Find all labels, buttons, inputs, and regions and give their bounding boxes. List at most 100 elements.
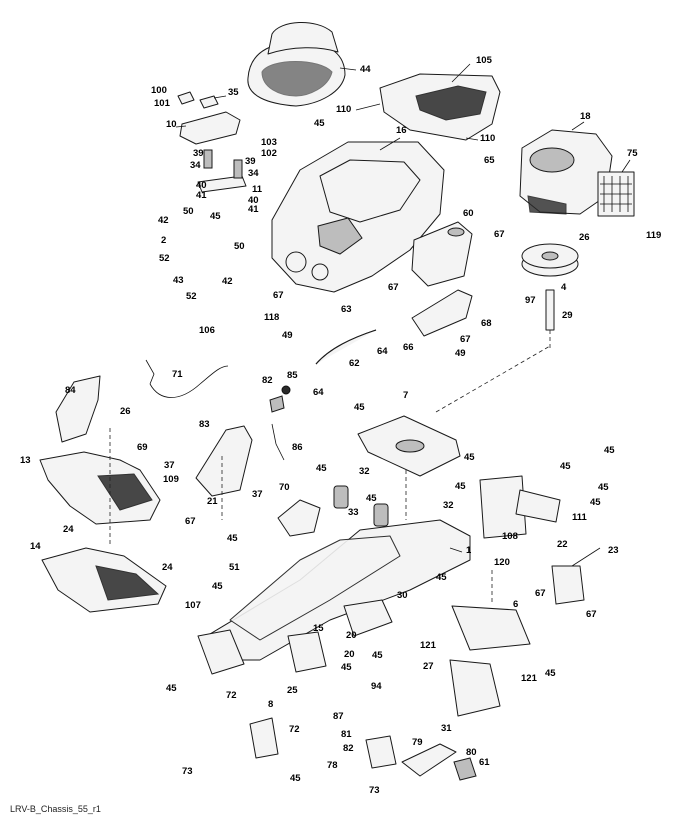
callout-c45o: 45 <box>372 650 383 661</box>
callout-c34a: 34 <box>190 160 201 171</box>
callout-c42a: 42 <box>158 215 169 226</box>
callout-c39b: 39 <box>245 156 256 167</box>
callout-c50a: 50 <box>183 206 194 217</box>
pedal-illustration <box>249 717 477 781</box>
callout-c45m: 45 <box>436 572 447 583</box>
spring-illustration <box>277 485 389 537</box>
callout-c84: 84 <box>65 385 76 396</box>
callout-c37a: 37 <box>164 460 175 471</box>
callout-c45s: 45 <box>290 773 301 784</box>
callout-c66: 66 <box>403 342 414 353</box>
callout-c83: 83 <box>199 419 210 430</box>
callout-c21: 21 <box>207 496 218 507</box>
callout-c69: 69 <box>137 442 148 453</box>
callout-c106: 106 <box>199 325 215 336</box>
frame-illustration <box>199 415 471 661</box>
callout-c85: 85 <box>287 370 298 381</box>
callout-c40a: 40 <box>196 180 207 191</box>
callout-c110b: 110 <box>480 133 495 144</box>
bracket-illustration <box>479 475 561 539</box>
callout-c67b: 67 <box>388 282 399 293</box>
callout-c49a: 49 <box>282 330 293 341</box>
callout-c30: 30 <box>397 590 408 601</box>
callout-c52a: 52 <box>159 253 170 264</box>
callout-c100: 100 <box>151 85 167 96</box>
callout-c42b: 42 <box>222 276 233 287</box>
callout-c33: 33 <box>348 507 359 518</box>
side-panel-illustration <box>343 599 531 717</box>
callout-c25: 25 <box>287 685 298 696</box>
callout-c26b: 26 <box>120 406 131 417</box>
callout-c45i: 45 <box>598 482 609 493</box>
callout-c18: 18 <box>580 111 591 122</box>
callout-c24a: 24 <box>63 524 74 535</box>
callout-c13: 13 <box>20 455 31 466</box>
callout-c52b: 52 <box>186 291 197 302</box>
callout-c45g: 45 <box>560 461 571 472</box>
callout-c35: 35 <box>228 87 239 98</box>
callout-c86: 86 <box>292 442 303 453</box>
callout-c45n: 45 <box>212 581 223 592</box>
callout-c64b: 64 <box>313 387 324 398</box>
callout-c40b: 40 <box>248 195 259 206</box>
callout-c49b: 49 <box>455 348 466 359</box>
lever-illustration <box>551 547 601 605</box>
callout-c27: 27 <box>423 661 434 672</box>
callout-c67d: 67 <box>460 334 471 345</box>
callout-c65: 65 <box>484 155 495 166</box>
callout-c45b: 45 <box>210 211 221 222</box>
callout-c45c: 45 <box>354 402 365 413</box>
callout-c8: 8 <box>268 699 273 710</box>
callout-c37b: 37 <box>252 489 263 500</box>
callout-c61: 61 <box>479 757 490 768</box>
callout-c111: 111 <box>572 512 588 523</box>
callout-c45d: 45 <box>464 452 475 463</box>
callout-c16: 16 <box>396 125 407 136</box>
callout-c97: 97 <box>525 295 536 306</box>
callout-c34b: 34 <box>248 168 259 179</box>
callout-c67f: 67 <box>535 588 546 599</box>
callout-c62: 62 <box>349 358 360 369</box>
callout-c2: 2 <box>161 235 166 246</box>
callout-c43: 43 <box>173 275 184 286</box>
hose-illustration <box>315 329 377 365</box>
callout-c94: 94 <box>371 681 382 692</box>
callout-c4: 4 <box>561 282 567 293</box>
callout-c45a: 45 <box>314 118 325 129</box>
steering-console-illustration <box>39 375 167 613</box>
fuel-tank-illustration <box>411 221 473 337</box>
callout-c32b: 32 <box>443 500 454 511</box>
callout-c45k: 45 <box>590 497 601 508</box>
callout-c67c: 67 <box>273 290 284 301</box>
callout-c73b: 73 <box>369 785 380 796</box>
callout-c44: 44 <box>360 64 371 75</box>
callout-c68: 68 <box>481 318 492 329</box>
callout-c45e: 45 <box>316 463 327 474</box>
callout-c80: 80 <box>466 747 477 758</box>
callout-c109: 109 <box>163 474 179 485</box>
callout-c14: 14 <box>30 541 41 552</box>
callout-c41a: 41 <box>196 190 207 201</box>
callout-c10: 10 <box>166 119 177 130</box>
callout-c120: 120 <box>494 557 510 568</box>
callout-c20b: 20 <box>344 649 355 660</box>
grille-illustration <box>597 159 635 217</box>
callout-c32a: 32 <box>359 466 370 477</box>
callout-c29: 29 <box>562 310 573 321</box>
callout-c108: 108 <box>502 531 518 542</box>
callout-c7: 7 <box>403 390 408 401</box>
callout-c67a: 67 <box>494 229 505 240</box>
callout-c45j: 45 <box>366 493 377 504</box>
callout-c15: 15 <box>313 623 324 634</box>
callout-c11: 11 <box>252 184 263 195</box>
engine-illustration <box>519 121 613 215</box>
callout-c26a: 26 <box>579 232 590 243</box>
callout-c60: 60 <box>463 208 474 219</box>
callout-c105: 105 <box>476 55 493 66</box>
callout-c121b: 121 <box>521 673 538 684</box>
callout-c45p: 45 <box>341 662 352 673</box>
callout-c45r: 45 <box>166 683 177 694</box>
callout-c78: 78 <box>327 760 338 771</box>
callout-c121a: 121 <box>420 640 437 651</box>
